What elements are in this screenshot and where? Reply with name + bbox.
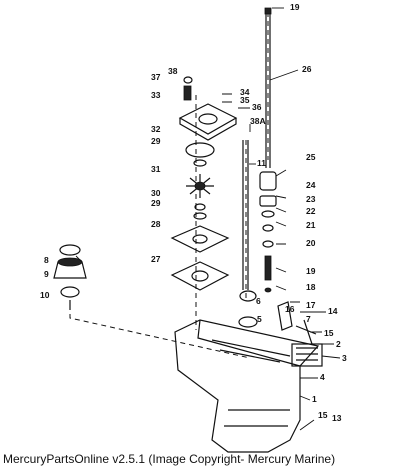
driveshaft-bearing-parts — [259, 171, 277, 293]
driveshaft — [264, 7, 272, 168]
water-pump-cover — [178, 76, 238, 141]
callout-8: 8 — [44, 255, 49, 265]
callout-27: 27 — [151, 254, 161, 264]
callout-22: 22 — [306, 206, 316, 216]
copyright-caption: MercuryPartsOnline v2.5.1 (Image Copyrig… — [3, 452, 336, 466]
gear-housing — [174, 319, 323, 453]
callout-37: 37 — [151, 72, 161, 82]
callout-23: 23 — [306, 194, 316, 204]
callout-leaders — [75, 7, 341, 431]
callout-33: 33 — [151, 90, 161, 100]
callout-21: 21 — [306, 220, 316, 230]
callout-36: 36 — [252, 102, 262, 112]
callout-20: 20 — [306, 238, 316, 248]
callout-9: 9 — [44, 269, 49, 279]
callout-13: 13 — [332, 413, 342, 423]
callout-17: 17 — [306, 300, 316, 310]
callout-24: 24 — [306, 180, 316, 190]
assembly-guide-lines — [69, 12, 269, 359]
callout-10: 10 — [40, 290, 50, 300]
callout-2: 2 — [336, 339, 341, 349]
shift-shaft — [242, 140, 249, 290]
water-pump-parts — [170, 142, 230, 291]
callout-35: 35 — [240, 95, 250, 105]
callout-18: 18 — [306, 282, 316, 292]
callout-34: 34 — [240, 87, 250, 97]
callout-29b: 29 — [151, 198, 161, 208]
callout-31: 31 — [151, 164, 161, 174]
callout-labels: 19 26 38 37 34 35 33 36 38A 32 29 11 25 … — [40, 2, 347, 423]
callout-4: 4 — [320, 372, 325, 382]
callout-30: 30 — [151, 188, 161, 198]
callout-11: 11 — [257, 158, 266, 168]
callout-25: 25 — [306, 152, 316, 162]
shift-linkage-parts — [238, 290, 317, 345]
callout-15: 15 — [324, 328, 334, 338]
callout-6: 6 — [256, 296, 261, 306]
callout-38: 38 — [168, 66, 178, 76]
callout-14: 14 — [328, 306, 338, 316]
callout-28: 28 — [151, 219, 161, 229]
pinion-gear-set — [53, 244, 87, 310]
callout-15b: 15 — [318, 410, 328, 420]
callout-16: 16 — [285, 304, 295, 314]
callout-38a: 38A — [250, 116, 266, 126]
callout-29: 29 — [151, 136, 161, 146]
callout-26: 26 — [302, 64, 312, 74]
callout-32: 32 — [151, 124, 161, 134]
callout-19: 19 — [290, 2, 300, 12]
callout-7: 7 — [306, 314, 311, 324]
callout-3: 3 — [342, 353, 347, 363]
callout-1: 1 — [312, 394, 317, 404]
callout-5: 5 — [257, 314, 262, 324]
callout-19b: 19 — [306, 266, 316, 276]
